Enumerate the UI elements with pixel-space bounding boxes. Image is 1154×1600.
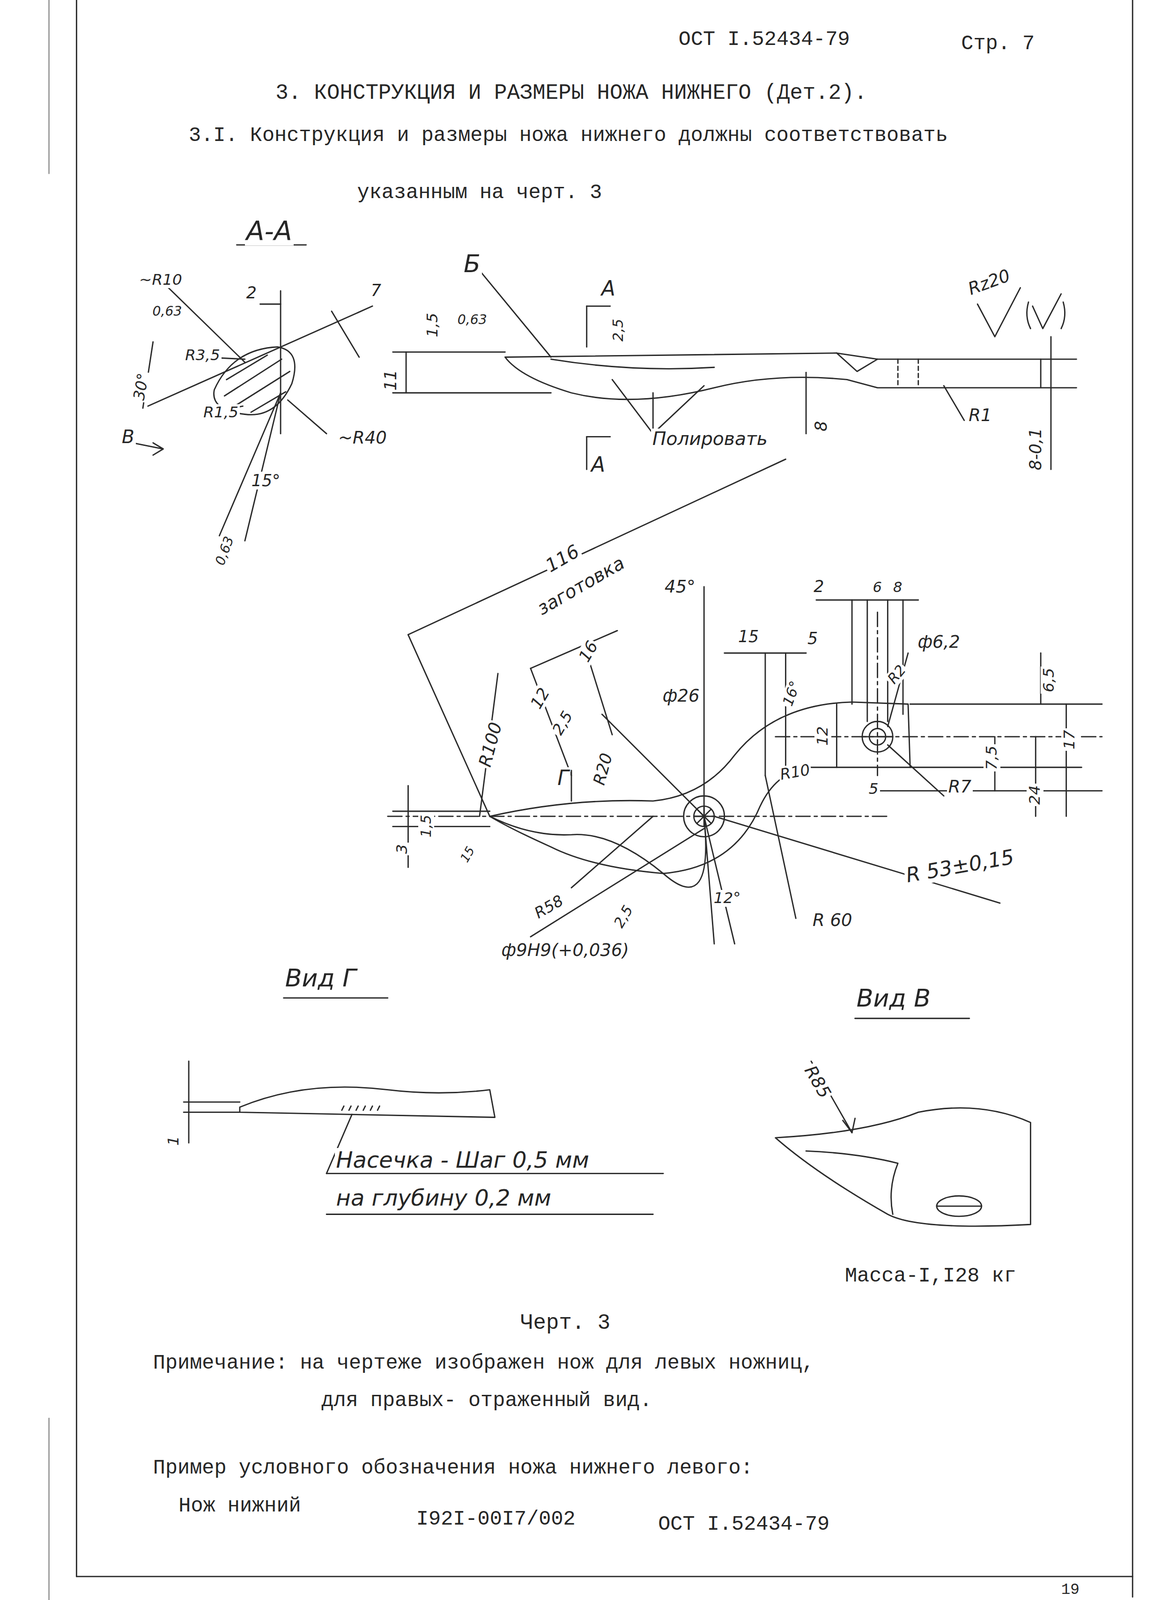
dimension-label: Г xyxy=(555,767,570,790)
document-text: Пример условного обозначения ножа нижнег… xyxy=(153,1457,754,1480)
document-text: Масса-I,I28 кг xyxy=(844,1264,1017,1288)
dimension-label: 0,63 xyxy=(456,312,489,327)
dimension-label: на глубину 0,2 мм xyxy=(334,1185,553,1211)
dimension-label: 15 xyxy=(736,627,761,646)
dimension-label: 8 xyxy=(891,579,904,596)
dimension-label: R1 xyxy=(967,406,993,426)
document-text: Нож нижний xyxy=(178,1494,301,1518)
dimension-label: 8 xyxy=(812,419,830,433)
dimension-label: R1,5 xyxy=(201,404,240,422)
figure-caption: Черт. 3 xyxy=(520,1311,611,1335)
dimension-label: 1,5 xyxy=(418,813,435,839)
dimension-label: 7 xyxy=(369,281,383,300)
document-text: Стр. 7 xyxy=(961,32,1035,56)
dimension-label: А-А xyxy=(244,216,294,246)
dimension-label: 12° xyxy=(712,889,743,907)
dimension-label: 0,63 xyxy=(212,532,237,569)
dimension-label: Вид В xyxy=(855,984,933,1012)
dimension-label: ф9Н9(+0,036) xyxy=(500,940,631,961)
dimension-label: 12 xyxy=(526,683,554,714)
dimension-label: 3 xyxy=(393,842,411,856)
document-text: указанным на черт. 3 xyxy=(357,181,603,205)
document-text: 3.I. Конструкция и размеры ножа нижнего … xyxy=(188,124,948,148)
document-text: для правых- отраженный вид. xyxy=(321,1389,652,1413)
document-text: I92I-00I7/002 xyxy=(416,1508,576,1531)
dimension-label: Насечка - Шаг 0,5 мм xyxy=(334,1147,591,1173)
dimension-label: 0,63 xyxy=(150,303,184,319)
dimension-label: R3,5 xyxy=(183,347,222,364)
dimension-label: 2,5 xyxy=(610,901,637,932)
dimension-label: 24 xyxy=(1026,784,1044,807)
dimension-label: 11 xyxy=(381,368,400,392)
dimension-label: 1 xyxy=(165,1134,183,1147)
document-text: Примечание: на чертеже изображен нож для… xyxy=(153,1352,815,1375)
dimension-label: А xyxy=(589,453,607,477)
dimension-label: Полировать xyxy=(650,428,770,449)
dimension-label: 17 xyxy=(1061,728,1079,752)
dimension-label: 2,5 xyxy=(548,707,577,740)
dimension-label: R20 xyxy=(589,749,616,789)
dimension-label: Б xyxy=(462,250,482,278)
dimension-label: R100 xyxy=(475,718,507,770)
dimension-label: 7,5 xyxy=(983,744,1001,772)
dimension-label: 45° xyxy=(663,577,697,597)
dimension-label: ф26 xyxy=(661,686,702,706)
dimension-label: R7 xyxy=(946,777,973,797)
dimension-label: 16° xyxy=(779,677,804,710)
dimension-label: R85 xyxy=(799,1061,836,1103)
dimension-label: R 60 xyxy=(811,910,854,931)
dimension-label: 12 xyxy=(814,724,832,748)
dimension-label: Rz20 xyxy=(964,266,1014,300)
dimension-label: А xyxy=(599,277,617,301)
dimension-label: 1,5 xyxy=(424,311,442,339)
dimension-label: 15° xyxy=(250,471,282,490)
dimension-label: 8-0,1 xyxy=(1026,426,1045,472)
dimension-label: R58 xyxy=(530,891,568,923)
dimension-label: 5 xyxy=(806,629,820,648)
dimension-label: 6,5 xyxy=(1040,666,1058,695)
dimension-label: ~R40 xyxy=(336,428,389,448)
dimension-label: 5 xyxy=(867,780,881,798)
dimension-label: 6 xyxy=(871,579,884,596)
dimension-label: 2,5 xyxy=(610,317,627,343)
dimension-label: 15 xyxy=(457,843,479,866)
section-title: 3. КОНСТРУКЦИЯ И РАЗМЕРЫ НОЖА НИЖНЕГО (Д… xyxy=(275,81,867,105)
dimension-label: R10 xyxy=(777,761,813,785)
dimension-label: 2 xyxy=(244,283,259,302)
dimension-label: 16 xyxy=(574,636,602,666)
dimension-label: R 53±0,15 xyxy=(902,845,1018,888)
dimension-label: В xyxy=(120,426,136,447)
document-text: ОСТ I.52434-79 xyxy=(678,28,851,52)
dimension-label: 2 xyxy=(812,577,826,596)
document-text: 19 xyxy=(1061,1581,1080,1599)
dimension-label: ф6,2 xyxy=(916,632,962,652)
dimension-label: ~R10 xyxy=(137,271,184,289)
dimension-label: 116 xyxy=(540,540,585,577)
dimension-label: Вид Г xyxy=(283,964,358,992)
document-text: ОСТ I.52434-79 xyxy=(658,1513,830,1536)
dimension-label: 30° xyxy=(130,370,153,403)
